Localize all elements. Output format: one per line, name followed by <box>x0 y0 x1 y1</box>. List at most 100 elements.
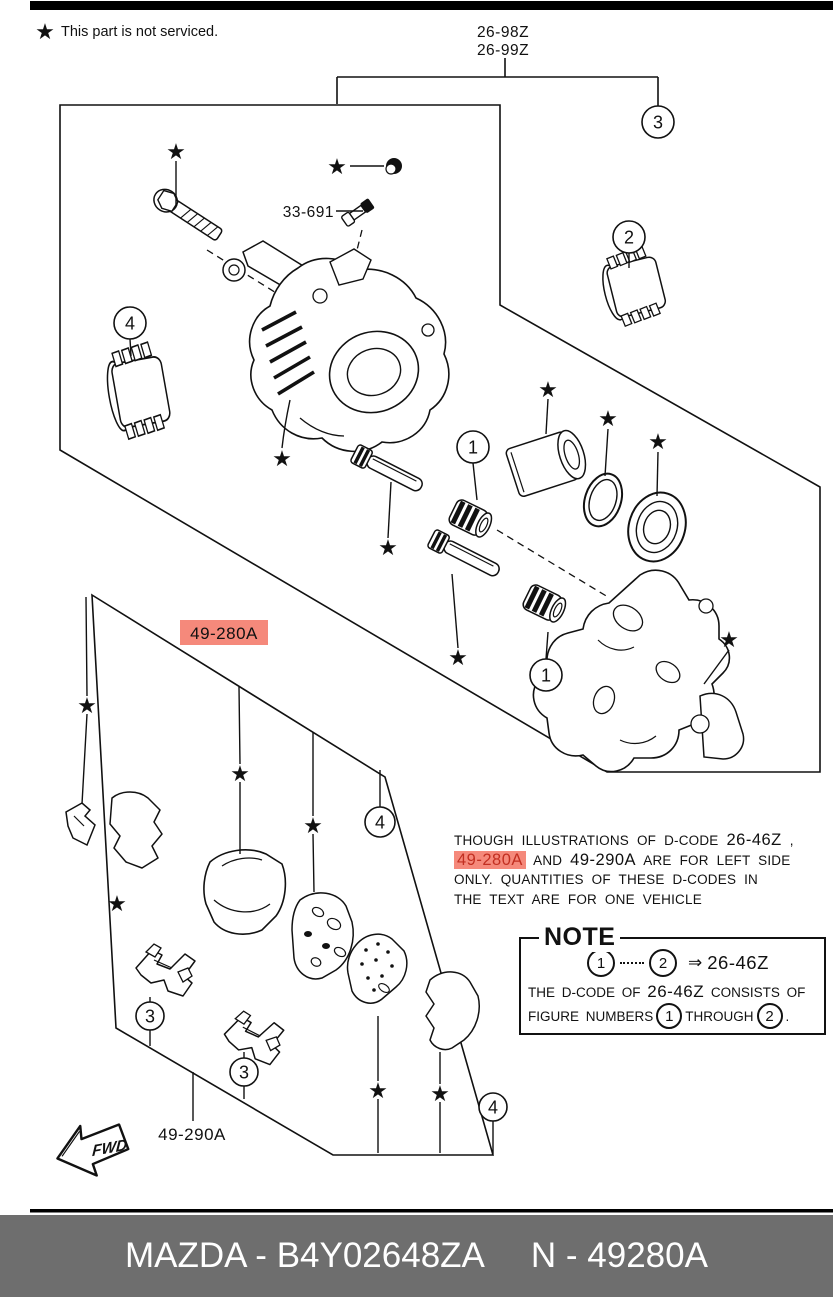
figure-number-2-circle: 2 <box>649 949 677 977</box>
star-marker: ★ <box>230 762 250 787</box>
star-marker: ★ <box>327 155 347 180</box>
note-dcode: 26-46Z <box>647 982 705 1001</box>
outer-shim-drawing <box>425 971 480 1051</box>
dcode-bracket <box>336 58 659 106</box>
star-marker: ★ <box>107 892 127 917</box>
callout-label: 1 <box>468 438 478 458</box>
pad-retainer-clip-drawing <box>222 1009 286 1066</box>
guide-pin-boot-drawing <box>100 339 175 443</box>
part-code-49-280A-highlighted[interactable]: 49-280A <box>180 620 268 645</box>
disclaimer-text-segment: ARE FOR LEFT SIDE <box>643 852 791 868</box>
legend-star-icon: ★ <box>35 20 55 45</box>
callout-3[interactable]: 3 <box>641 105 675 139</box>
star-markers: ★ ★ ★ ★ ★ ★ ★ ★ ★ ★ ★ ★ ★ ★ ★ <box>77 140 739 1107</box>
guide-pin-drawing <box>426 528 504 582</box>
footer-part-number: MAZDA - B4Y02648ZA <box>125 1236 485 1275</box>
piston-seal-drawing <box>582 472 624 528</box>
fwd-label: FWD <box>92 1137 128 1160</box>
bushing-drawing <box>520 582 570 626</box>
disclaimer-text-segment: , <box>789 833 794 848</box>
legend-text: This part is not serviced. <box>61 24 218 40</box>
star-marker: ★ <box>719 628 739 653</box>
note-formula: 1 2 ⇒ 26-46Z <box>587 949 824 977</box>
piston-drawing <box>505 429 587 498</box>
dust-seal-drawing <box>627 491 687 563</box>
note-dcode: 26-46Z <box>707 952 769 973</box>
brake-pads-box <box>91 593 495 1156</box>
caliper-body-drawing <box>222 240 450 453</box>
dcode-26-99Z[interactable]: 26-99Z <box>477 42 529 59</box>
dcode-26-98Z[interactable]: 26-98Z <box>477 24 529 41</box>
bleeder-screw-drawing <box>341 198 375 227</box>
star-marker: ★ <box>448 646 468 671</box>
main-assembly-box <box>59 104 821 773</box>
callout-circles: 3 2 4 1 1 4 3 3 <box>113 105 675 1122</box>
dcode-labels: 26-98Z 26-99Z 33-691 49-280A 49-290A <box>158 24 529 1144</box>
callout-label: 3 <box>653 113 663 133</box>
callout-4[interactable]: 4 <box>113 306 147 340</box>
guide-pin-boot-drawing <box>595 242 670 330</box>
figure-number-1-circle: 1 <box>587 949 615 977</box>
footer-catalog-number: N - 49280A <box>530 1236 708 1275</box>
guide-pin-drawing <box>349 443 427 497</box>
disclaimer-line2: 49-280A AND 49-290A ARE FOR LEFT SIDE <box>454 850 830 871</box>
leader-lines <box>81 161 730 1154</box>
note-title: NOTE <box>539 923 621 952</box>
part-code-49-280A-ref[interactable]: 49-280A <box>454 850 526 869</box>
star-marker: ★ <box>378 536 398 561</box>
star-marker: ★ <box>648 430 668 455</box>
top-border-bar <box>30 1 833 10</box>
disclaimer-line3: ONLY. QUANTITIES OF THESE D-CODES IN <box>454 872 758 888</box>
note-box: NOTE 1 2 ⇒ 26-46Z THE D-CODE OF 26-46Z C… <box>519 923 826 1035</box>
bleeder-cap-drawing <box>385 158 402 175</box>
disclaimer-line1: THOUGH ILLUSTRATIONS OF D-CODE 26-46Z , <box>454 831 830 851</box>
bushing-drawing <box>446 497 496 541</box>
callout-label: 4 <box>375 813 385 833</box>
part-code-33-691[interactable]: 33-691 <box>283 204 334 221</box>
legend: ★ This part is not serviced. <box>35 20 218 45</box>
dcode-ref: 26-46Z <box>726 831 782 849</box>
pad-retainer-clip-drawing <box>135 943 196 997</box>
pad-backing-plate-drawing <box>291 892 354 980</box>
star-marker: ★ <box>538 378 558 403</box>
footer-divider-line <box>30 1209 833 1213</box>
disclaimer-text-segment: AND <box>533 852 563 868</box>
part-code-49-290A[interactable]: 49-290A <box>158 1125 226 1144</box>
callout-3[interactable]: 3 <box>135 1001 165 1031</box>
disclaimer-text: THOUGH ILLUSTRATIONS OF D-CODE 26-46Z , … <box>454 831 830 909</box>
fwd-arrow: FWD <box>56 1123 130 1177</box>
note-text-segment: THROUGH <box>685 1008 754 1024</box>
part-code-49-290A-ref: 49-290A <box>570 850 637 869</box>
callout-4[interactable]: 4 <box>478 1092 508 1122</box>
note-line2: THE D-CODE OF 26-46Z CONSISTS OF <box>528 982 824 1002</box>
note-text-segment: . <box>785 1008 790 1024</box>
callout-2[interactable]: 2 <box>612 220 646 254</box>
callout-label: 4 <box>125 314 135 334</box>
disclaimer-text-segment: THOUGH ILLUSTRATIONS OF D-CODE <box>454 833 719 848</box>
star-marker: ★ <box>430 1082 450 1107</box>
callout-label: 3 <box>239 1063 249 1083</box>
mounting-bolt-drawing <box>153 188 223 241</box>
callout-1[interactable]: 1 <box>456 430 490 464</box>
note-line3: FIGURE NUMBERS 1 THROUGH 2 . <box>528 1003 824 1029</box>
callout-label: 2 <box>624 228 634 248</box>
figure-number-1-circle: 1 <box>656 1003 683 1029</box>
disclaimer-line4: THE TEXT ARE FOR ONE VEHICLE <box>454 891 702 907</box>
callout-3[interactable]: 3 <box>229 1057 259 1087</box>
callout-label: 3 <box>145 1007 155 1027</box>
footer-bar: MAZDA - B4Y02648ZA N - 49280A <box>0 1215 833 1297</box>
shim-plate-drawing <box>346 933 408 1004</box>
callout-1[interactable]: 1 <box>529 658 563 692</box>
pad-shim-drawing <box>109 791 163 869</box>
star-marker: ★ <box>598 407 618 432</box>
callout-label: 1 <box>541 666 551 686</box>
callout-4[interactable]: 4 <box>364 806 396 838</box>
caliper-bracket-drawing <box>532 569 745 773</box>
figure-number-2-circle: 2 <box>756 1003 783 1029</box>
note-text-segment: THE D-CODE OF <box>528 985 641 1000</box>
star-marker: ★ <box>272 447 292 472</box>
star-marker: ★ <box>368 1079 388 1104</box>
wear-indicator-clip-drawing <box>65 802 96 847</box>
